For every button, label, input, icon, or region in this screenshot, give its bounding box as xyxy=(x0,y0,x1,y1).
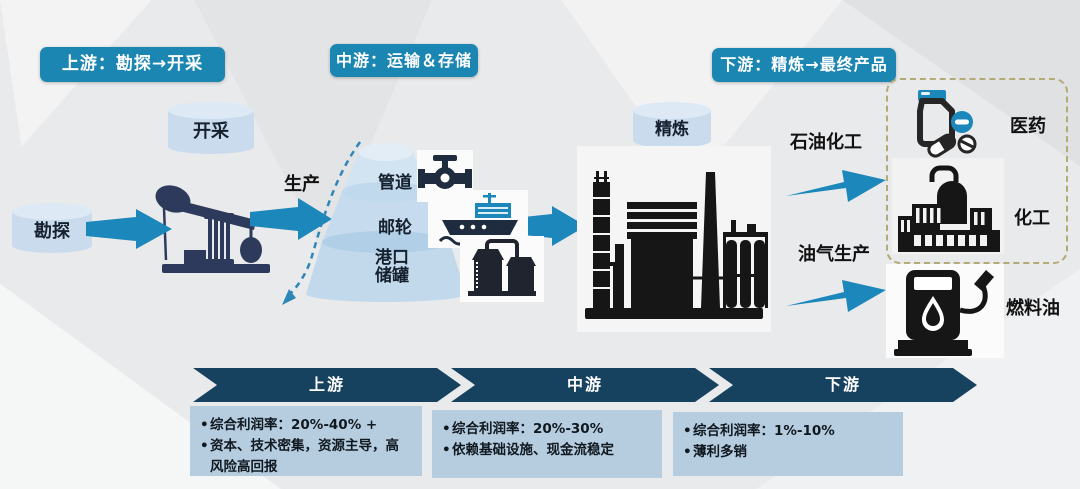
arrow-midstream-to-refinery-icon xyxy=(504,206,586,246)
downstream-header: 下游：精炼→最终产品 xyxy=(712,48,896,82)
cylinder-bottom xyxy=(12,238,92,253)
cylinder-bottom xyxy=(633,133,711,148)
medicine-icon xyxy=(917,90,977,158)
upstream-bullets-panel: 综合利润率：20%-40% + 资本、技术密集，资源主导，高风险高回报 xyxy=(190,406,422,476)
arrow-explore-to-extract-icon xyxy=(86,209,172,249)
produce-label: 生产 xyxy=(284,174,320,195)
downstream-banner: 下游 xyxy=(709,368,977,402)
pump-jack-icon xyxy=(155,185,270,273)
funnel-pipeline-label: 管道 xyxy=(378,173,412,193)
storage-tank-chip xyxy=(460,236,544,302)
cylinder-bottom xyxy=(168,139,254,154)
bullet-item: 依赖基础设施、现金流稳定 xyxy=(442,440,652,461)
pharma-label: 医药 xyxy=(1010,116,1046,137)
chemical-label: 化工 xyxy=(1014,208,1050,229)
midstream-banner: 中游 xyxy=(451,368,719,402)
refinery-chip xyxy=(577,146,771,332)
petrochemical-label: 石油化工 xyxy=(790,132,862,153)
fuel-pump-icon xyxy=(894,270,994,356)
funnel-port-label-line1: 港口 xyxy=(375,248,409,268)
bullet-item: 综合利润率：20%-40% + xyxy=(200,415,412,436)
downstream-bullets-panel: 综合利润率：1%-10% 薄利多销 xyxy=(673,412,903,476)
extract-label: 开采 xyxy=(193,121,229,143)
explore-cylinder: 勘探 xyxy=(12,203,92,253)
valve-icon xyxy=(418,155,472,189)
refine-cylinder: 精炼 xyxy=(633,102,711,148)
funnel-tanker-label: 邮轮 xyxy=(378,218,412,238)
refinery-icon xyxy=(585,171,768,319)
bullet-item: 薄利多销 xyxy=(683,442,893,463)
upstream-banner: 上游 xyxy=(193,368,461,402)
fuel-oil-label: 燃料油 xyxy=(1006,298,1060,319)
extract-cylinder: 开采 xyxy=(168,102,254,154)
midstream-bullets-panel: 综合利润率：20%-30% 依赖基础设施、现金流稳定 xyxy=(432,410,662,478)
bullet-item: 综合利润率：20%-30% xyxy=(442,419,652,440)
dashed-flow-curve xyxy=(282,141,362,305)
tanker-ship-icon xyxy=(438,193,518,246)
refine-label: 精炼 xyxy=(655,119,689,140)
chemical-plant-chip xyxy=(892,158,1004,254)
midstream-header: 中游：运输＆存储 xyxy=(330,44,478,77)
fuel-pump-chip xyxy=(886,264,1004,358)
bullet-item: 资本、技术密集，资源主导，高风险高回报 xyxy=(200,436,412,478)
petrochemical-products-box xyxy=(886,78,1068,264)
oil-gas-production-label: 油气生产 xyxy=(798,244,870,265)
cylinder-top xyxy=(12,203,92,220)
medicine-chip xyxy=(896,84,982,158)
arrow-oil-gas-icon xyxy=(786,280,886,312)
cylinder-top xyxy=(633,102,711,119)
chemical-plant-icon xyxy=(898,165,1000,252)
arrow-petrochemical-icon xyxy=(786,170,886,202)
cylinder-top xyxy=(168,102,254,119)
upstream-header: 上游：勘探→开采 xyxy=(40,47,225,82)
arrow-extract-to-midstream-icon xyxy=(250,198,332,240)
explore-label: 勘探 xyxy=(34,221,70,243)
funnel-port-label-line2: 储罐 xyxy=(375,266,409,286)
funnel xyxy=(306,143,466,302)
storage-tank-icon xyxy=(468,239,536,296)
bullet-item: 综合利润率：1%-10% xyxy=(683,421,893,442)
